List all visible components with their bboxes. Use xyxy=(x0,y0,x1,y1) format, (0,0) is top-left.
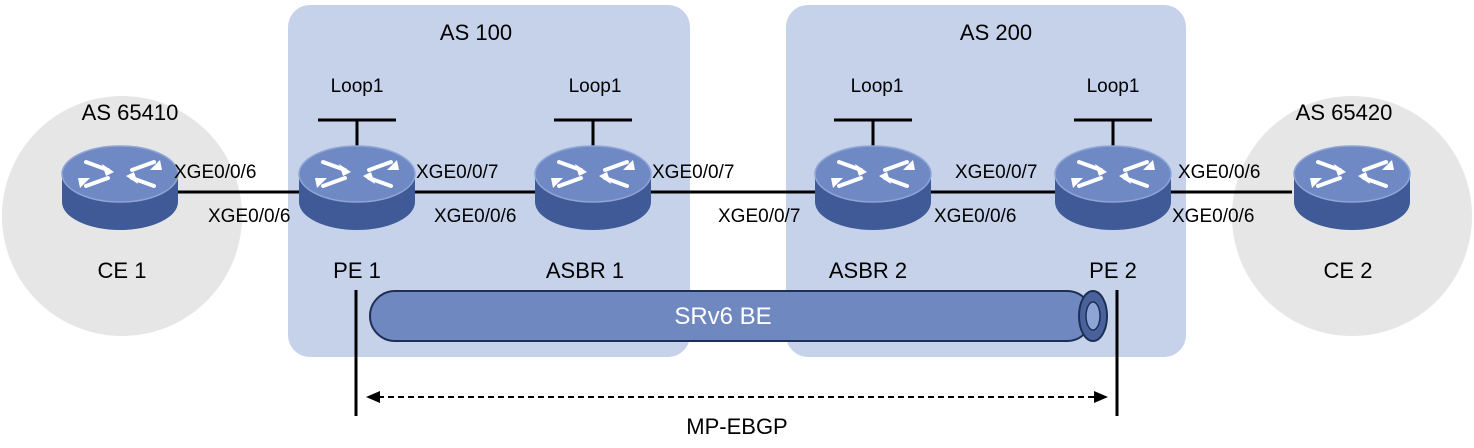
asbr1-asbr-port-label: XGE0/0/7 xyxy=(652,162,734,183)
ce2-router-icon xyxy=(1292,144,1412,232)
as100-region xyxy=(288,5,690,357)
pe2-name: PE 2 xyxy=(1089,258,1137,283)
ce1-router-icon xyxy=(60,144,180,232)
asbr1-name: ASBR 1 xyxy=(546,258,624,283)
asbr2-loopback-label: Loop1 xyxy=(851,76,904,97)
asbr2-pe-port-label: XGE0/0/6 xyxy=(934,206,1016,227)
pe1-loopback-label: Loop1 xyxy=(331,76,384,97)
pe1-name: PE 1 xyxy=(333,258,381,283)
session-label: MP-EBGP xyxy=(686,414,787,439)
ce1-port-label: XGE0/0/6 xyxy=(174,162,256,183)
as200-label: AS 200 xyxy=(960,20,1032,45)
as200-region xyxy=(786,5,1186,357)
tunnel-label: SRv6 BE xyxy=(674,303,771,330)
as100-label: AS 100 xyxy=(440,20,512,45)
ce2-name: CE 2 xyxy=(1324,258,1373,283)
as65420-label: AS 65420 xyxy=(1296,100,1393,125)
pe1-asbr-port-label: XGE0/0/7 xyxy=(416,162,498,183)
pe2-loopback-label: Loop1 xyxy=(1087,76,1140,97)
mp-ebgp-session-arrow xyxy=(366,391,1108,403)
pe1-loopback-symbol xyxy=(318,118,396,148)
pe2-loopback-symbol xyxy=(1074,118,1152,148)
pe2-ce-port-label: XGE0/0/6 xyxy=(1178,162,1260,183)
asbr1-router-icon xyxy=(533,144,653,232)
pe2-asbr-port-label: XGE0/0/7 xyxy=(955,162,1037,183)
pe1-ce-port-label: XGE0/0/6 xyxy=(208,206,290,227)
asbr1-loopback-label: Loop1 xyxy=(569,76,622,97)
asbr2-name: ASBR 2 xyxy=(829,258,907,283)
asbr2-asbr-port-label: XGE0/0/7 xyxy=(718,206,800,227)
srv6-be-tunnel xyxy=(369,290,1108,342)
pe1-router-icon xyxy=(297,144,417,232)
asbr2-router-icon xyxy=(813,144,933,232)
asbr1-pe-port-label: XGE0/0/6 xyxy=(434,206,516,227)
as65410-label: AS 65410 xyxy=(82,100,179,125)
pe2-router-icon xyxy=(1053,144,1173,232)
ce2-port-label: XGE0/0/6 xyxy=(1172,206,1254,227)
ce1-name: CE 1 xyxy=(98,258,147,283)
asbr1-loopback-symbol xyxy=(554,118,632,148)
asbr2-loopback-symbol xyxy=(834,118,912,148)
